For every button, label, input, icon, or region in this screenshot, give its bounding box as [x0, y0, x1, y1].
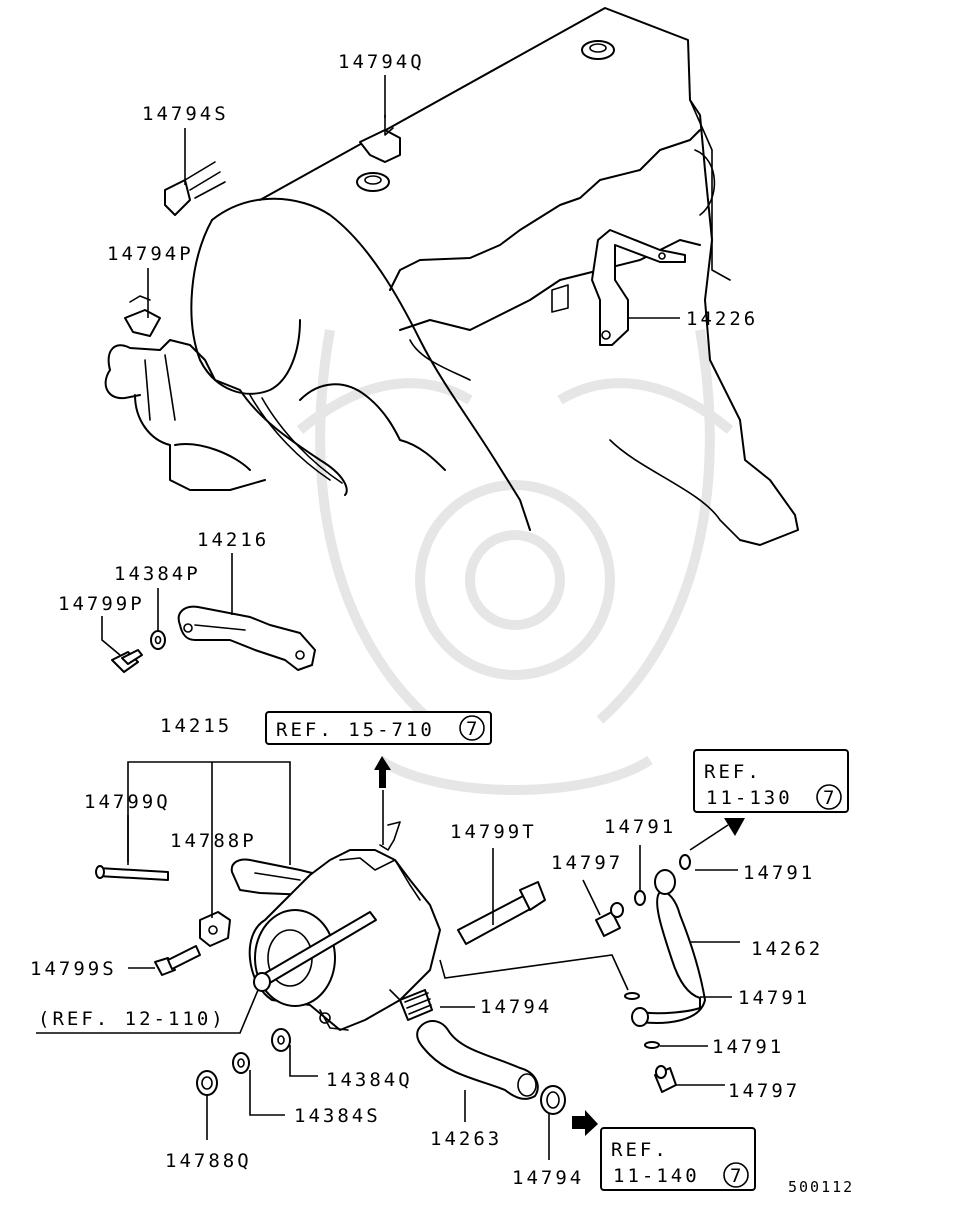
ref-box-15-710[interactable]: REF. 15-710 7	[265, 711, 492, 745]
label-14799T: 14799T	[450, 821, 537, 843]
label-14216: 14216	[197, 529, 269, 551]
ref-box-11-140[interactable]: REF. 11-140 7	[600, 1127, 756, 1191]
ref-15-710-circle-number: 7	[466, 718, 480, 740]
label-14788P: 14788P	[170, 830, 257, 852]
ref-11-140-circle-number: 7	[730, 1165, 744, 1187]
label-14791-b: 14791	[743, 862, 815, 884]
gasket-14791-a	[634, 890, 646, 906]
hose-14263	[416, 1020, 539, 1100]
arrow-to-ref-11-140	[572, 1110, 598, 1136]
label-14788Q: 14788Q	[165, 1150, 252, 1172]
clamp-14794-lower	[540, 1085, 566, 1115]
nut-14788Q	[196, 1070, 218, 1096]
label-14263: 14263	[430, 1128, 502, 1150]
label-14791-d: 14791	[712, 1036, 784, 1058]
washer-14384P	[150, 630, 166, 650]
clip-14794Q	[359, 114, 401, 163]
label-14799P: 14799P	[58, 593, 145, 615]
bracket-14226	[591, 229, 686, 346]
label-14262: 14262	[751, 938, 823, 960]
label-14791-c: 14791	[738, 987, 810, 1009]
ref-11-140-line2: 11-140	[613, 1165, 700, 1187]
gasket-14791-b	[679, 854, 691, 870]
ref-12-110-text[interactable]: (REF. 12-110)	[38, 1008, 226, 1030]
clamp-14794-upper	[399, 989, 433, 1021]
clip-14794P	[124, 295, 161, 337]
label-14797-b: 14797	[728, 1080, 800, 1102]
arrow-to-ref-15-710	[374, 756, 391, 788]
bolt-14797-lower	[654, 1065, 677, 1093]
label-14794P: 14794P	[107, 243, 194, 265]
spacer-14788P	[199, 911, 231, 947]
engine-block	[104, 7, 799, 546]
part-labels: 14794Q 14794S 14794P 14226 14216 14384P …	[30, 51, 823, 1189]
label-14215: 14215	[160, 715, 232, 737]
label-14384P: 14384P	[114, 563, 201, 585]
ref-box-11-130[interactable]: REF. 11-130 7	[693, 749, 849, 813]
ref-15-710-text: REF. 15-710	[276, 719, 435, 741]
watermark-emblem	[296, 329, 734, 795]
ref-11-140-line1: REF.	[611, 1139, 669, 1161]
arrow-to-ref-11-130	[689, 818, 745, 851]
diagram-code: 500112	[788, 1178, 854, 1196]
leader-lines	[36, 75, 740, 1160]
label-14794S: 14794S	[142, 103, 229, 125]
label-14794-a: 14794	[480, 996, 552, 1018]
label-14791-a: 14791	[604, 816, 676, 838]
washer-14384Q	[271, 1028, 291, 1052]
gasket-14791-d	[644, 1041, 660, 1049]
label-14794-b: 14794	[512, 1167, 584, 1189]
bolt-14799Q	[95, 865, 169, 881]
hose-14262	[631, 869, 706, 1027]
alternator-through-bolt	[253, 911, 377, 992]
label-14799Q: 14799Q	[84, 791, 171, 813]
label-14799S: 14799S	[30, 958, 117, 980]
label-14384S: 14384S	[294, 1105, 381, 1127]
clip-14794S	[164, 161, 226, 216]
ref-11-130-line2: 11-130	[706, 787, 793, 809]
label-14797-a: 14797	[551, 852, 623, 874]
label-14384Q: 14384Q	[326, 1069, 413, 1091]
bolt-14797-upper	[595, 902, 624, 937]
ref-11-130-line1: REF.	[704, 761, 762, 783]
bolt-14799T	[457, 881, 546, 945]
label-14794Q: 14794Q	[338, 51, 425, 73]
label-14226: 14226	[686, 308, 758, 330]
ref-11-130-circle-number: 7	[823, 787, 837, 809]
gasket-14791-c	[624, 992, 640, 1000]
bolt-14799S	[154, 945, 201, 976]
bracket-14216	[177, 605, 316, 671]
washer-14384S	[232, 1052, 250, 1074]
bolt-14799P	[111, 649, 143, 673]
